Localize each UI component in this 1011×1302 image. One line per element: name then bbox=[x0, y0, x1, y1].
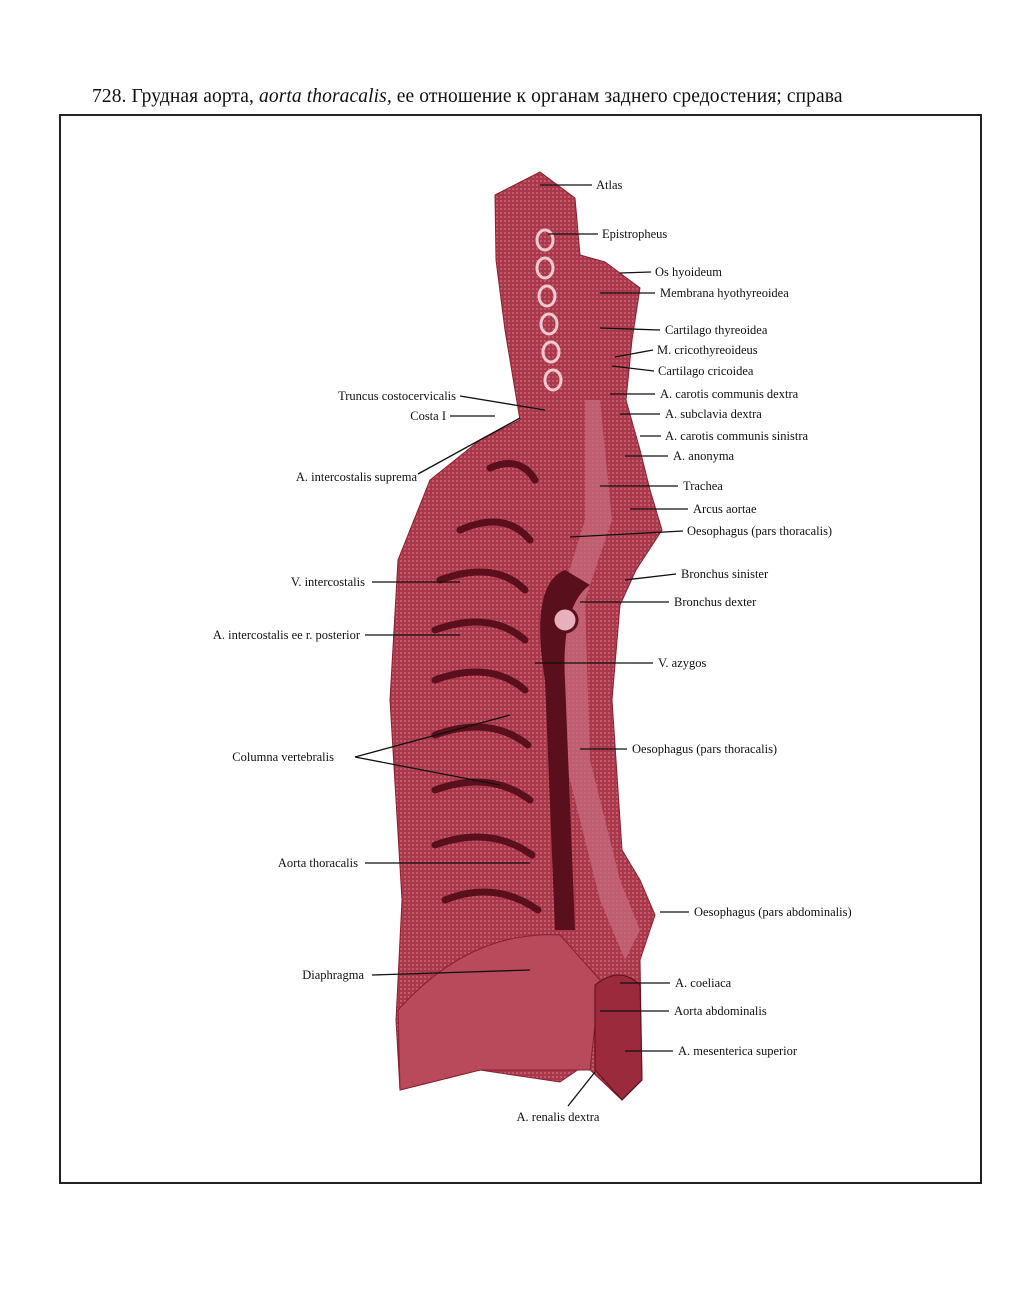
oesophagus bbox=[560, 400, 640, 960]
label-oesophagus-abdominalis: Oesophagus (pars abdominalis) bbox=[694, 905, 852, 919]
abdominal-aorta-shape bbox=[594, 974, 643, 1101]
label-epistropheus: Epistropheus bbox=[602, 227, 668, 241]
label-aorta-abdominalis: Aorta abdominalis bbox=[674, 1004, 767, 1018]
label-atlas: Atlas bbox=[596, 178, 623, 192]
figure-frame bbox=[59, 114, 982, 1184]
cervical-vertebrae bbox=[535, 228, 563, 392]
label-bronchus-sinister: Bronchus sinister bbox=[681, 567, 769, 581]
label-arcus-aortae: Arcus aortae bbox=[693, 502, 757, 516]
label-costa-1: Costa I bbox=[410, 409, 446, 423]
label-a-anonyma: A. anonyma bbox=[673, 449, 735, 463]
label-m-cricothyreoideus: M. cricothyreoideus bbox=[657, 343, 758, 357]
label-columna-vertebralis: Columna vertebralis bbox=[232, 750, 334, 764]
label-oesophagus-thoracalis-upper: Oesophagus (pars thoracalis) bbox=[687, 524, 833, 538]
label-os-hyoideum: Os hyoideum bbox=[655, 265, 723, 279]
leader-lines bbox=[354, 184, 689, 1107]
bronchus-shape bbox=[551, 606, 579, 634]
label-a-renalis-dextra: A. renalis dextra bbox=[516, 1110, 600, 1124]
caption-latin: aorta thoracalis, bbox=[259, 86, 392, 107]
label-oesophagus-thoracalis-lower: Oesophagus (pars thoracalis) bbox=[632, 742, 778, 756]
label-a-carotis-communis-dextra: A. carotis communis dextra bbox=[660, 387, 799, 401]
label-a-coeliaca: A. coeliaca bbox=[675, 976, 732, 990]
label-a-carotis-communis-sinistra: A. carotis communis sinistra bbox=[665, 429, 809, 443]
figure-number: 728. bbox=[92, 86, 127, 107]
label-cartilago-thyreoidea: Cartilago thyreoidea bbox=[665, 323, 768, 337]
label-diaphragma: Diaphragma bbox=[302, 968, 364, 982]
label-bronchus-dexter: Bronchus dexter bbox=[674, 595, 757, 609]
label-a-subclavia-dextra: A. subclavia dextra bbox=[665, 407, 762, 421]
label-a-intercostalis-suprema: A. intercostalis suprema bbox=[295, 470, 417, 484]
label-trachea: Trachea bbox=[683, 479, 723, 493]
label-membrana-hyothyreoidea: Membrana hyothyreoidea bbox=[660, 286, 789, 300]
caption-text: Грудная аорта, bbox=[131, 86, 255, 107]
figure-caption: 728. Грудная аорта, aorta thoracalis, ее… bbox=[92, 86, 843, 108]
label-cartilago-cricoidea: Cartilago cricoidea bbox=[658, 364, 754, 378]
label-a-intercostalis-r-posterior: A. intercostalis ee r. posterior bbox=[212, 628, 360, 642]
caption-text-rest: ее отношение к органам заднего средостен… bbox=[396, 86, 843, 107]
label-aorta-thoracalis: Aorta thoracalis bbox=[277, 856, 358, 870]
label-truncus-costocervicalis: Truncus costocervicalis bbox=[338, 389, 456, 403]
aorta-thoracalis-shape bbox=[540, 570, 590, 930]
label-a-mesenterica-superior: A. mesenterica superior bbox=[678, 1044, 798, 1058]
label-v-azygos: V. azygos bbox=[658, 656, 707, 670]
label-v-intercostalis: V. intercostalis bbox=[290, 575, 365, 589]
